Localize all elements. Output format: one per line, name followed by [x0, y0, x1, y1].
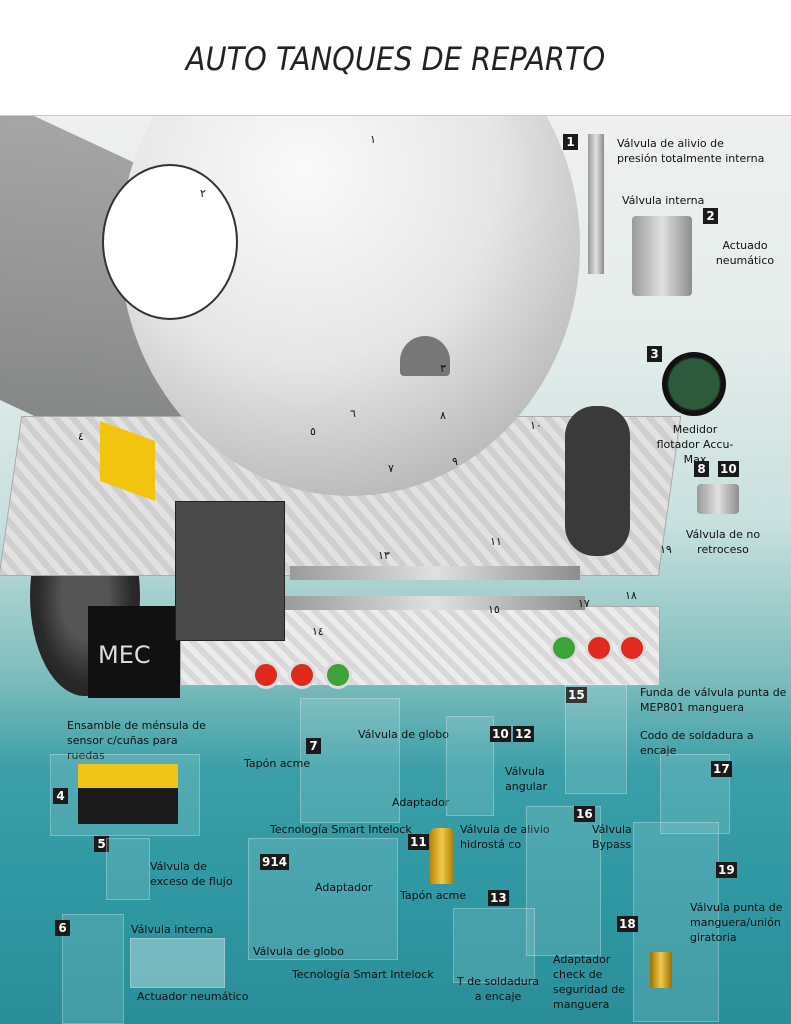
hose-check-adapter-image: [650, 952, 672, 988]
control-box: [175, 501, 285, 641]
callout: ١١: [490, 535, 502, 548]
internal-valve-image: [632, 216, 692, 296]
excess-flow-valve-image: [106, 838, 150, 900]
pipe: [285, 596, 585, 610]
part-badge: 18: [617, 916, 638, 932]
tail-light: [550, 634, 578, 662]
part-label: Actuado neumático: [715, 239, 775, 267]
part-label: T de soldadura a encaje: [457, 975, 539, 1003]
callout: ١٣: [378, 549, 390, 562]
part-badge: 17: [711, 761, 732, 777]
part-badge: 2: [703, 208, 718, 224]
part-label: Tecnología Smart Intelock: [292, 968, 434, 981]
tail-light: [585, 634, 613, 662]
callout: ٢: [200, 187, 206, 200]
swivel-valve-image: [633, 822, 719, 1022]
callout: ١٨: [625, 589, 637, 602]
part-label: Válvula de exceso de flujo: [150, 860, 233, 888]
callout: ١٤: [312, 625, 324, 638]
part-label: Válvula angular: [505, 765, 547, 793]
callout: ٤: [78, 430, 84, 443]
inset-circle: [102, 164, 238, 320]
part-badge: 19: [716, 862, 737, 878]
tee-image: [453, 908, 535, 983]
angle-valve-image: [446, 716, 494, 816]
tank-gauge: [400, 336, 450, 376]
part-label: Válvula interna: [131, 923, 214, 936]
part-badge: 1: [563, 134, 578, 150]
callout: ٨: [440, 409, 446, 422]
callout: ١٧: [578, 597, 590, 610]
part-label: Ensamble de ménsula de sensor c/cuñas pa…: [67, 719, 206, 762]
part-label: Adaptador: [315, 881, 373, 894]
callout: ٦: [350, 407, 356, 420]
part-badge: 10: [490, 726, 511, 742]
callout: ٥: [310, 425, 316, 438]
tail-light: [252, 661, 280, 689]
part-badge: 13: [488, 890, 509, 906]
part-badge: 7: [306, 738, 321, 754]
part-label: Adaptador check de seguridad de manguera: [553, 953, 625, 1011]
part-badge: 11: [408, 834, 429, 850]
mudflap: [88, 606, 180, 698]
part-badge: 8: [694, 461, 709, 477]
callout: ١٥: [488, 603, 500, 616]
tail-light: [618, 634, 646, 662]
part-label: Funda de válvula punta de MEP801 manguer…: [640, 686, 787, 714]
callout: ١٠: [530, 419, 542, 432]
hydrostatic-relief-image: [430, 828, 454, 884]
part-badge: 15: [566, 687, 587, 703]
part-badge: 6: [55, 920, 70, 936]
tail-light: [324, 661, 352, 689]
check-valve-image: [697, 484, 739, 514]
actuator-image: [130, 938, 225, 988]
page-title: AUTO TANQUES DE REPARTO: [185, 40, 606, 78]
part-badge: 3: [647, 346, 662, 362]
pipe: [290, 566, 580, 580]
internal-valve-image: [62, 914, 124, 1024]
part-badge: 4: [53, 788, 68, 804]
callout: ١: [370, 133, 376, 146]
part-badge: 10: [718, 461, 739, 477]
infographic: MEC ١ ٢ ٣ ٤ ٥ ٦ ٧ ٨ ٩ ١٠ ١١ ١٣ ١٤ ١٥ ١٧ …: [0, 116, 791, 1024]
callout: ٧: [388, 462, 394, 475]
globe-valve-image: [300, 698, 400, 823]
part-label: Válvula de alivio de presión totalmente …: [617, 137, 765, 165]
callout: ٩: [452, 455, 458, 468]
header: AUTO TANQUES DE REPARTO: [0, 0, 791, 116]
hose-reel: [565, 406, 630, 556]
part-label: Tapón acme: [400, 889, 467, 902]
hose-valve-cover-image: [565, 684, 627, 794]
part-label: Válvula punta de manguera/unión giratori…: [690, 901, 783, 944]
part-badge: 914: [260, 854, 290, 870]
part-label: Actuador neumático: [137, 990, 249, 1003]
part-badge: 16: [574, 806, 595, 822]
relief-valve-image: [588, 134, 604, 274]
part-label: Válvula interna: [622, 194, 705, 207]
part-label: Válvula de globo: [358, 728, 449, 741]
part-badge: 12: [513, 726, 534, 742]
part-label: Tapón acme: [244, 757, 311, 770]
callout: ١٩: [660, 543, 672, 556]
gauge-image: [662, 352, 726, 416]
part-label: Válvula Bypass: [592, 823, 632, 851]
part-label: Tecnología Smart Intelock: [270, 823, 412, 836]
mudflap-logo: MEC: [98, 641, 151, 669]
part-label: Codo de soldadura a encaje: [640, 729, 754, 757]
part-badge: 5: [94, 836, 109, 852]
bypass-valve-image: [526, 806, 601, 956]
tail-light: [288, 661, 316, 689]
part-label: Adaptador: [392, 796, 450, 809]
part-label: Válvula de alivio hidrostá co: [460, 823, 550, 851]
part-label: Válvula de no retroceso: [685, 528, 761, 556]
part-label: Válvula de globo: [253, 945, 344, 958]
wheel-chock-sensor: [78, 764, 178, 824]
callout: ٣: [440, 362, 446, 375]
